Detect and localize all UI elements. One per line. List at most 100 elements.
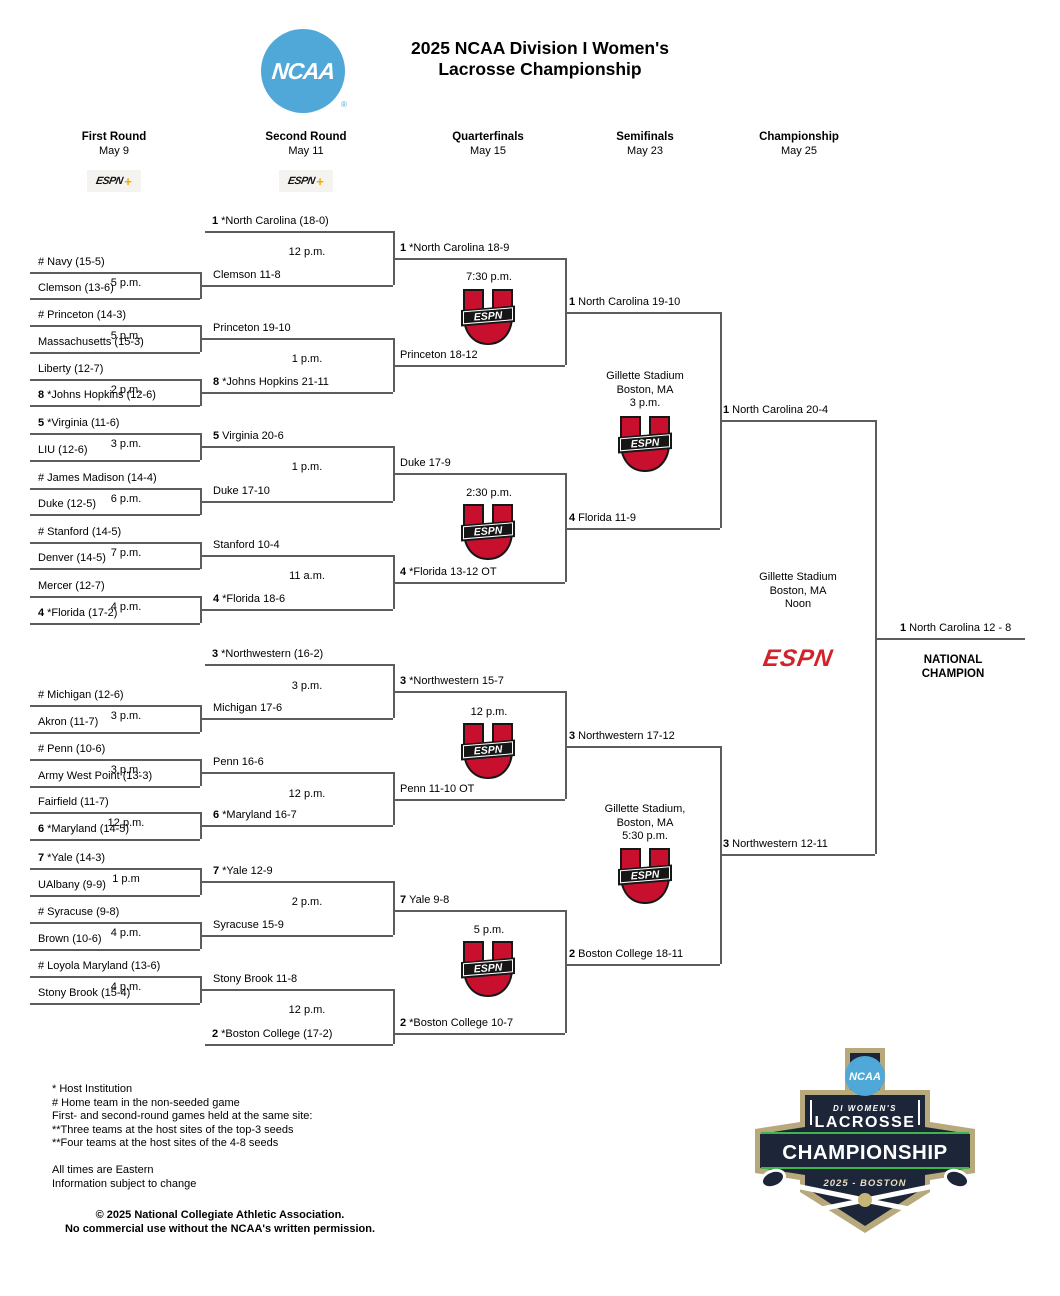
copyright: © 2025 National Collegiate Athletic Asso… bbox=[64, 1209, 376, 1235]
winner-label: 4*Florida 18-6 bbox=[213, 593, 286, 605]
bracket-line bbox=[30, 379, 200, 381]
game-time: 4 p.m. bbox=[110, 981, 142, 993]
bracket-line bbox=[565, 746, 720, 748]
bracket-line bbox=[200, 935, 393, 937]
bracket-line bbox=[393, 365, 565, 367]
game-time: 1 p.m. bbox=[291, 461, 323, 473]
team-label: Clemson (13-6) bbox=[38, 282, 114, 294]
team-label: Army West Point (13-3) bbox=[38, 770, 153, 782]
bracket-line bbox=[30, 732, 200, 734]
winner-label: Penn 11-10 OT bbox=[400, 783, 475, 795]
svg-text:NCAA: NCAA bbox=[849, 1071, 881, 1083]
bracket-line bbox=[30, 922, 200, 924]
footnote: **Three teams at the host sites of the t… bbox=[52, 1124, 294, 1136]
espn-plus-icon: ESPN+ bbox=[279, 170, 333, 192]
svg-text:CHAMPIONSHIP: CHAMPIONSHIP bbox=[782, 1141, 947, 1164]
team-label: # Syracuse (9-8) bbox=[38, 906, 120, 918]
page-title-line2: Lacrosse Championship bbox=[438, 59, 642, 79]
team-label: 5*Virginia (11-6) bbox=[38, 417, 120, 429]
game-time: 3 p.m. bbox=[110, 764, 142, 776]
footnote: **Four teams at the host sites of the 4-… bbox=[52, 1137, 279, 1149]
bracket-line bbox=[565, 528, 720, 530]
bracket-line bbox=[200, 501, 393, 503]
bracket-line bbox=[30, 325, 200, 327]
team-label: Fairfield (11-7) bbox=[38, 796, 109, 808]
footnote: First- and second-round games held at th… bbox=[52, 1110, 313, 1122]
winner-label: 6*Maryland 16-7 bbox=[213, 809, 297, 821]
winner-label: Clemson 11-8 bbox=[213, 269, 281, 281]
espnu-icon bbox=[461, 722, 515, 780]
game-time: 5 p.m. bbox=[110, 277, 142, 289]
note: All times are Eastern bbox=[52, 1164, 154, 1176]
winner-label: 7*Yale 12-9 bbox=[213, 865, 273, 877]
team-label: # James Madison (14-4) bbox=[38, 472, 157, 484]
bracket-line bbox=[565, 473, 567, 582]
team-label: # Stanford (14-5) bbox=[38, 526, 122, 538]
bracket-line bbox=[205, 231, 393, 233]
bracket-line bbox=[30, 542, 200, 544]
bracket-line bbox=[393, 473, 565, 475]
svg-text:2025 - BOSTON: 2025 - BOSTON bbox=[822, 1178, 906, 1189]
game-time: 3 p.m. bbox=[110, 438, 142, 450]
game-time: 12 p.m. bbox=[107, 817, 145, 829]
bracket-line bbox=[393, 772, 395, 825]
espnu-icon bbox=[618, 415, 672, 473]
winner-label: Stony Brook 11-8 bbox=[213, 973, 298, 985]
game-time: 1 p.m bbox=[112, 873, 140, 885]
bracket-line bbox=[565, 910, 567, 1033]
game-time: 2:30 p.m. bbox=[466, 487, 512, 499]
bracket-line bbox=[30, 976, 200, 978]
team-label: 3*Northwestern (16-2) bbox=[212, 648, 324, 660]
bracket-line bbox=[30, 514, 200, 516]
game-time: 7 p.m. bbox=[110, 547, 142, 559]
espn-icon: ESPN bbox=[761, 645, 836, 672]
bracket-line bbox=[200, 555, 393, 557]
footnote: # Home team in the non-seeded game bbox=[52, 1097, 240, 1109]
bracket-line bbox=[30, 298, 200, 300]
game-time: 12 p.m. bbox=[288, 788, 326, 800]
bracket-line bbox=[875, 420, 877, 854]
svg-text:DI WOMEN'S: DI WOMEN'S bbox=[833, 1104, 897, 1113]
national-champion-label: NATIONAL CHAMPION bbox=[921, 654, 985, 680]
team-label: # Michigan (12-6) bbox=[38, 689, 124, 701]
team-label: 2*Boston College (17-2) bbox=[212, 1028, 333, 1040]
winner-label: 2*Boston College 10-7 bbox=[400, 1017, 514, 1029]
bracket-line bbox=[30, 460, 200, 462]
bracket-line bbox=[205, 664, 393, 666]
bracket-line bbox=[720, 420, 875, 422]
bracket-line bbox=[30, 759, 200, 761]
game-time: 12 p.m. bbox=[288, 246, 326, 258]
game-time: 4 p.m. bbox=[110, 601, 142, 613]
bracket-line bbox=[200, 285, 393, 287]
bracket-line bbox=[200, 338, 393, 340]
team-label: 7*Yale (14-3) bbox=[38, 852, 106, 864]
bracket-line bbox=[200, 881, 393, 883]
bracket-line bbox=[30, 868, 200, 870]
espn-plus-icon: ESPN+ bbox=[87, 170, 141, 192]
bracket-line bbox=[565, 964, 720, 966]
bracket-line bbox=[565, 691, 567, 799]
bracket-line bbox=[200, 392, 393, 394]
game-time: 3 p.m. bbox=[291, 680, 323, 692]
espnu-icon bbox=[461, 503, 515, 561]
bracket-line bbox=[393, 258, 565, 260]
game-time: 5 p.m. bbox=[110, 330, 142, 342]
bracket-line bbox=[30, 596, 200, 598]
team-label: Brown (10-6) bbox=[38, 933, 102, 945]
winner-label: 8*Johns Hopkins 21-11 bbox=[213, 376, 329, 388]
bracket-line bbox=[200, 989, 393, 991]
bracket-line bbox=[200, 609, 393, 611]
winner-label: Stanford 10-4 bbox=[213, 539, 280, 551]
bracket-line bbox=[200, 718, 393, 720]
ncaa-logo: NCAA bbox=[261, 29, 345, 113]
registered-mark: ® bbox=[341, 100, 347, 109]
game-time: 3 p.m. bbox=[110, 710, 142, 722]
winner-label: Penn 16-6 bbox=[213, 756, 264, 768]
bracket-line bbox=[30, 949, 200, 951]
